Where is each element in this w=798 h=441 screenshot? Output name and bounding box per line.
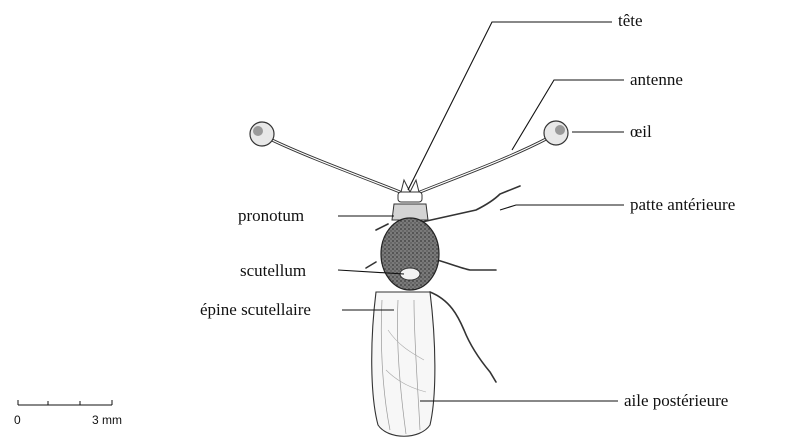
leader-patte: [500, 205, 624, 210]
label-epine-scutellaire: épine scutellaire: [200, 301, 311, 318]
label-tete: tête: [618, 12, 643, 29]
wings: [372, 292, 435, 436]
label-antenne: antenne: [630, 71, 683, 88]
eyes: [250, 121, 568, 146]
antennae: [272, 138, 548, 192]
scale-bar: [18, 400, 112, 405]
label-pronotum: pronotum: [238, 207, 304, 224]
leader-antenne: [512, 80, 624, 150]
label-scutellum: scutellum: [240, 262, 306, 279]
scale-label-start: 0: [14, 414, 21, 426]
leader-tete: [408, 22, 612, 190]
label-aile-posterieure: aile postérieure: [624, 392, 728, 409]
scale-label-end: 3 mm: [92, 414, 122, 426]
head: [398, 180, 422, 202]
label-oeil: œil: [630, 123, 652, 140]
label-patte-anterieure: patte antérieure: [630, 196, 735, 213]
